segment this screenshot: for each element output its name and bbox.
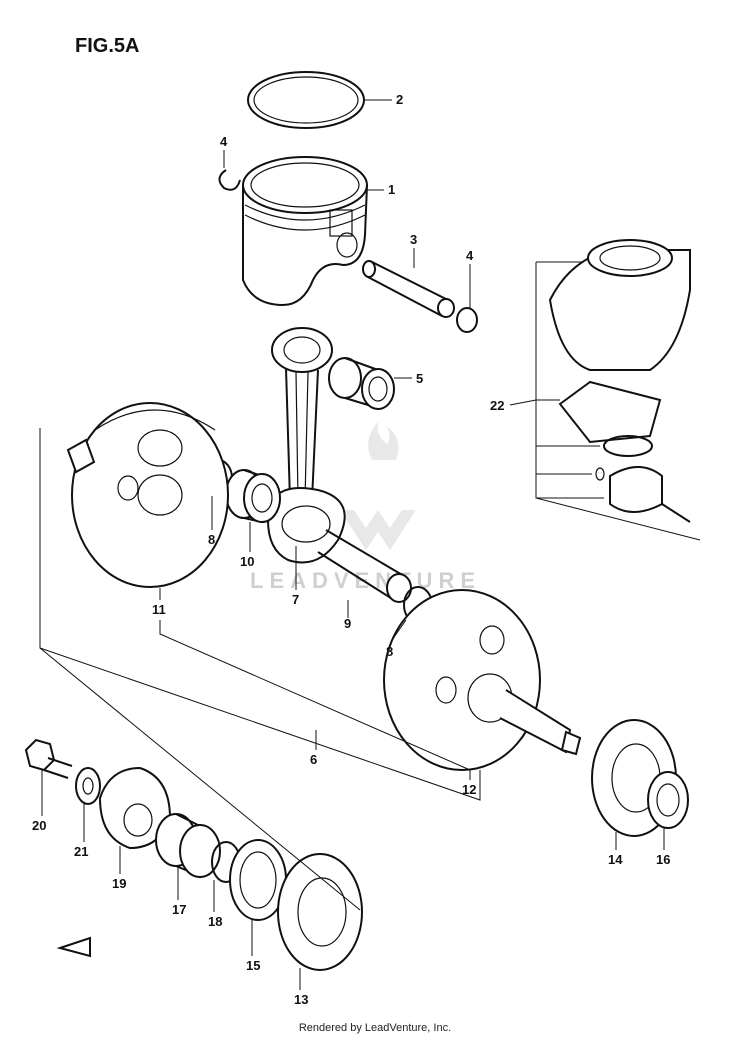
callout-14: 14 <box>608 852 623 867</box>
callout-6: 6 <box>310 752 317 767</box>
callout-20: 20 <box>32 818 46 833</box>
crank-washer-small[interactable] <box>75 767 101 805</box>
callout-19: 19 <box>112 876 126 891</box>
small-end-needle-bearing[interactable] <box>328 357 395 410</box>
watermark-text: LEADVENTURE <box>250 568 481 593</box>
crank-spacer[interactable] <box>155 813 221 878</box>
connecting-rod[interactable] <box>266 327 346 564</box>
callout-8-right: 8 <box>386 644 393 659</box>
piston-pin[interactable] <box>362 260 455 318</box>
callout-16: 16 <box>656 852 670 867</box>
crankshaft-right[interactable] <box>383 589 582 771</box>
callout-10: 10 <box>240 554 254 569</box>
callout-leaders <box>41 99 665 990</box>
callout-18: 18 <box>208 914 222 929</box>
callout-4-left: 4 <box>220 134 228 149</box>
callout-3: 3 <box>410 232 417 247</box>
big-end-bearing[interactable] <box>225 469 281 523</box>
callout-11: 11 <box>152 602 166 617</box>
crankshaft-left[interactable] <box>66 402 229 588</box>
callout-2: 2 <box>396 92 403 107</box>
footer-credit: Rendered by LeadVenture, Inc. <box>298 1022 452 1034</box>
oil-seal-right[interactable] <box>647 771 689 829</box>
crank-pin[interactable] <box>317 529 412 603</box>
top-end-kit-group[interactable] <box>535 239 701 541</box>
callout-7: 7 <box>292 592 299 607</box>
figure-title: FIG.5A <box>75 35 139 57</box>
watermark-logo <box>340 422 416 550</box>
crank-bolt[interactable] <box>24 738 73 779</box>
callout-9: 9 <box>344 616 351 631</box>
callout-8-left: 8 <box>208 532 215 547</box>
callout-13: 13 <box>294 992 308 1007</box>
crank-bearing-left[interactable] <box>277 853 363 971</box>
callout-21: 21 <box>74 844 88 859</box>
circlip-left[interactable] <box>218 169 241 191</box>
callout-1: 1 <box>388 182 395 197</box>
piston-ring[interactable] <box>247 71 365 129</box>
callout-4-right: 4 <box>466 248 474 263</box>
circlip-right[interactable] <box>456 307 478 333</box>
crankshaft-assembly-bracket <box>39 428 481 911</box>
piston[interactable] <box>242 156 368 307</box>
callout-5: 5 <box>416 371 423 386</box>
callout-17: 17 <box>172 902 186 917</box>
callout-12: 12 <box>462 782 476 797</box>
front-arrow-icon <box>56 936 91 958</box>
callout-22: 22 <box>490 398 504 413</box>
callout-15: 15 <box>246 958 260 973</box>
